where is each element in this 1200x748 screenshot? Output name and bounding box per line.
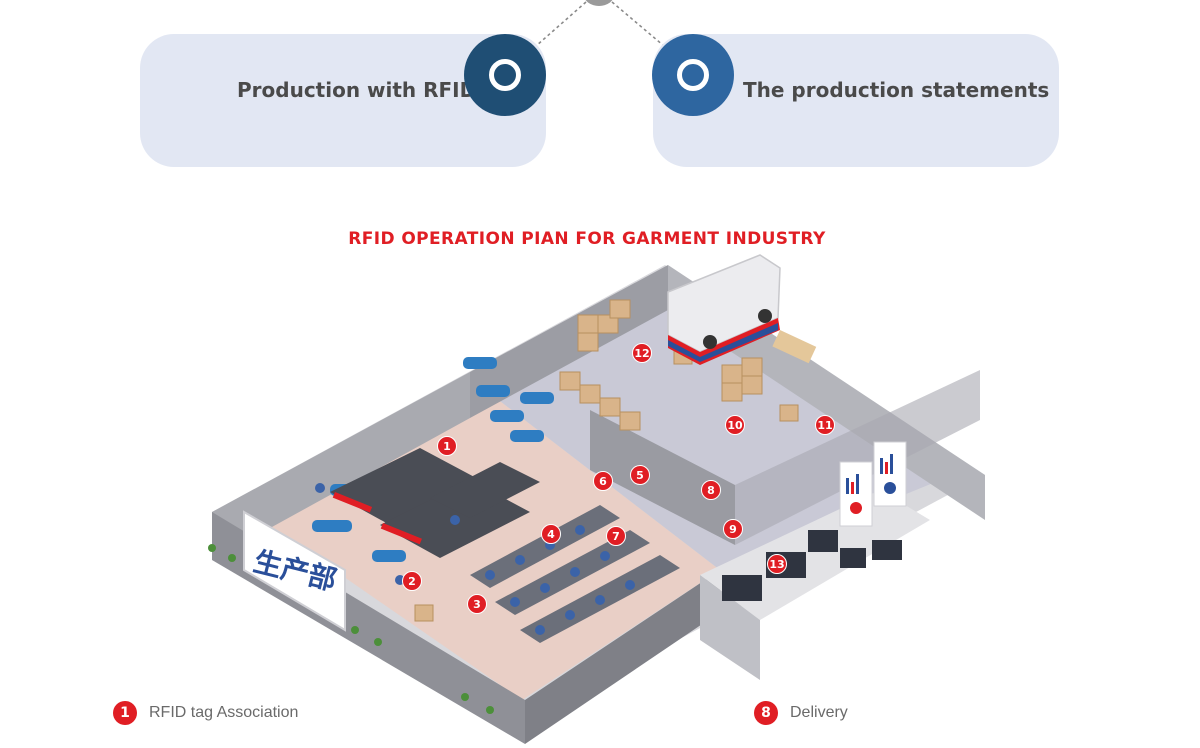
- card-label-production-rfid: Production with RFID: [237, 78, 477, 102]
- step-marker[interactable]: 7: [606, 526, 626, 546]
- legend-item-delivery[interactable]: 8 Delivery: [754, 701, 848, 725]
- ring-icon: [489, 59, 521, 91]
- step-marker[interactable]: 6: [593, 471, 613, 491]
- step-marker[interactable]: 5: [630, 465, 650, 485]
- step-marker[interactable]: 9: [723, 519, 743, 539]
- card-label-production-statements: The production statements: [743, 78, 1050, 102]
- step-marker[interactable]: 4: [541, 524, 561, 544]
- legend-number-badge: 8: [754, 701, 778, 725]
- step-marker[interactable]: 1: [437, 436, 457, 456]
- step-marker[interactable]: 2: [402, 571, 422, 591]
- top-hub-node: [584, 0, 614, 6]
- plan-title: RFID OPERATION PIAN FOR GARMENT INDUSTRY: [348, 229, 826, 249]
- legend-text: Delivery: [790, 704, 848, 721]
- legend-item-rfid-tag-association[interactable]: 1 RFID tag Association: [113, 701, 298, 725]
- step-marker[interactable]: 10: [725, 415, 745, 435]
- step-marker[interactable]: 8: [701, 480, 721, 500]
- step-marker[interactable]: 3: [467, 594, 487, 614]
- circle-node-icon-left[interactable]: [464, 34, 546, 116]
- step-marker[interactable]: 12: [632, 343, 652, 363]
- step-marker[interactable]: 11: [815, 415, 835, 435]
- legend-text: RFID tag Association: [149, 704, 299, 721]
- legend-number-badge: 1: [113, 701, 137, 725]
- circle-node-icon-right[interactable]: [652, 34, 734, 116]
- step-marker[interactable]: 13: [767, 554, 787, 574]
- ring-icon: [677, 59, 709, 91]
